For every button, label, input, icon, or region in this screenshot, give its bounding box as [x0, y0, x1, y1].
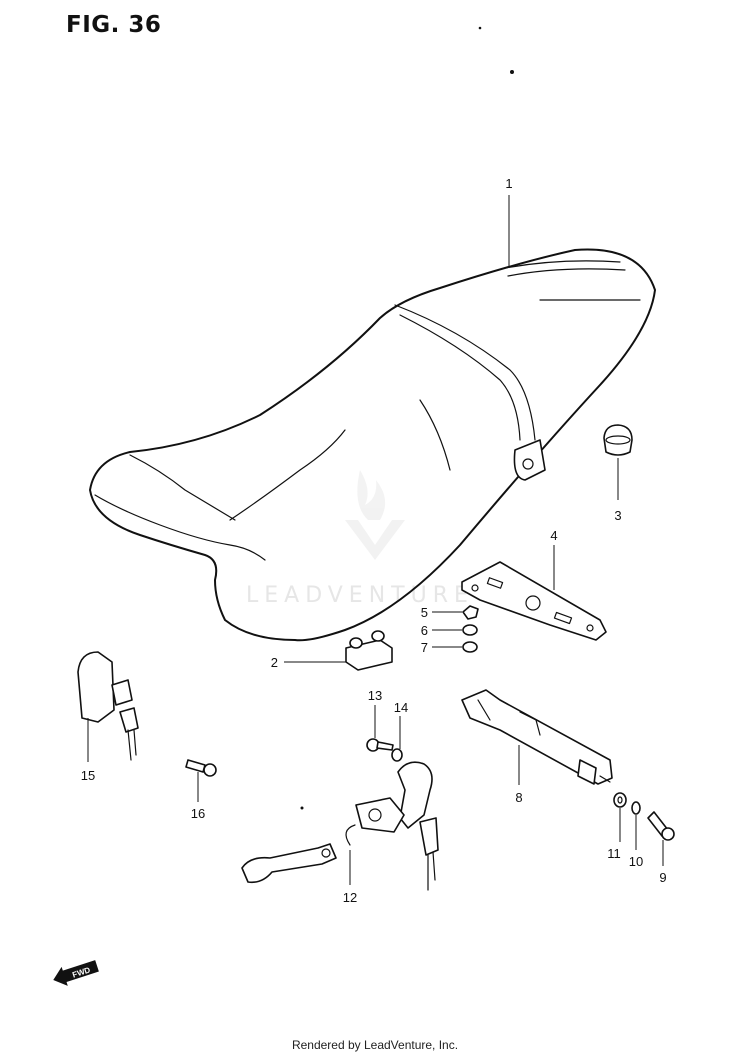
callout-15: 15: [81, 768, 95, 783]
fwd-arrow-icon: FWD: [53, 960, 99, 986]
callout-13: 13: [368, 688, 382, 703]
seat-hinge-plate[interactable]: [461, 561, 607, 641]
washer-14[interactable]: [391, 748, 403, 762]
damper-rubber[interactable]: [603, 424, 633, 456]
footer-credit: Rendered by LeadVenture, Inc.: [291, 1038, 459, 1052]
callout-14: 14: [394, 700, 408, 715]
washer-10[interactable]: [631, 801, 641, 815]
screw-16[interactable]: [185, 759, 217, 777]
callout-12: 12: [343, 890, 357, 905]
callout-8: 8: [515, 790, 522, 805]
scan-speck: [510, 70, 514, 74]
callout-1: 1: [505, 176, 512, 191]
bolt-9[interactable]: [647, 811, 675, 841]
washer-11[interactable]: [613, 792, 627, 808]
callout-11: 11: [607, 846, 621, 861]
callout-5: 5: [421, 605, 428, 620]
seat-lock-assembly[interactable]: [241, 761, 439, 891]
callout-2: 2: [271, 655, 278, 670]
figure-title: FIG. 36: [66, 12, 162, 38]
washer-6[interactable]: [462, 624, 478, 636]
helmet-lock[interactable]: [77, 651, 139, 761]
bolt-13[interactable]: [366, 738, 394, 752]
seat-hinge-bracket[interactable]: [461, 689, 613, 785]
callout-9: 9: [659, 870, 666, 885]
callout-4: 4: [550, 528, 557, 543]
callout-6: 6: [421, 623, 428, 638]
watermark-logo: [345, 470, 405, 560]
callout-3: 3: [614, 508, 621, 523]
callout-16: 16: [191, 806, 205, 821]
seat-assembly[interactable]: [89, 248, 656, 642]
scan-speck: [300, 806, 304, 810]
seat-cushion[interactable]: [345, 630, 393, 671]
watermark-text: LEADVENTURE: [246, 583, 474, 608]
callout-7: 7: [421, 640, 428, 655]
nut-7[interactable]: [462, 641, 478, 653]
leader-lines: [87, 195, 664, 885]
washer-5[interactable]: [462, 605, 479, 620]
scan-speck: [478, 26, 482, 30]
callout-10: 10: [629, 854, 643, 869]
